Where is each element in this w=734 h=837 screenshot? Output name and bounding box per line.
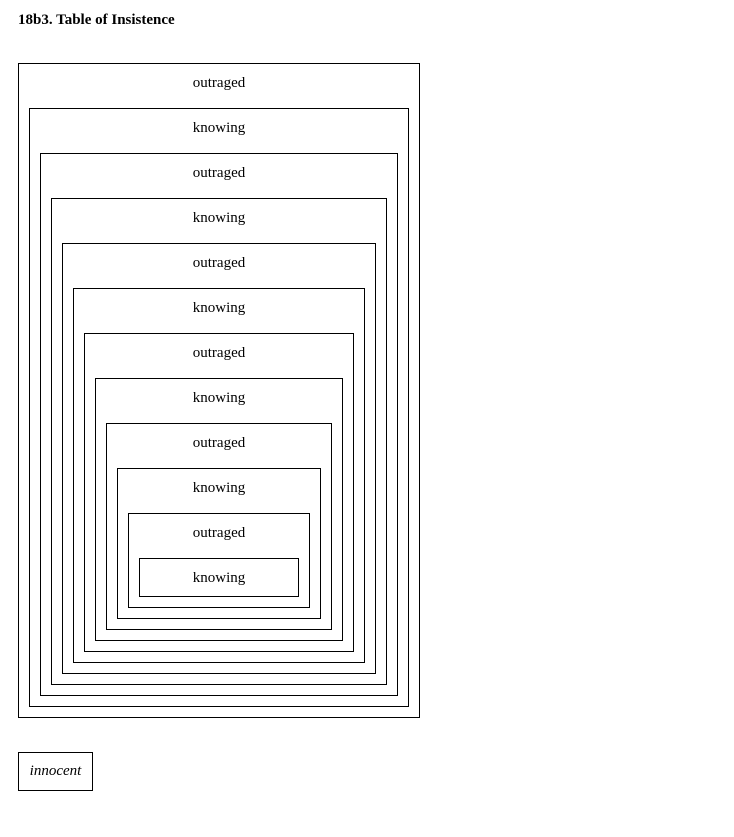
innocent-label: innocent: [29, 763, 82, 779]
nested-box-level-12: knowing: [139, 558, 299, 597]
box-label: outraged: [192, 75, 246, 91]
box-label: outraged: [192, 525, 246, 541]
innocent-box: innocent: [18, 752, 93, 791]
box-label: outraged: [192, 165, 246, 181]
box-label: outraged: [192, 435, 246, 451]
page-title: 18b3. Table of Insistence: [18, 12, 175, 28]
box-label: knowing: [192, 120, 246, 136]
box-label: knowing: [192, 210, 246, 226]
box-label: outraged: [192, 345, 246, 361]
box-label: knowing: [192, 300, 246, 316]
box-label: outraged: [192, 255, 246, 271]
box-label: knowing: [192, 570, 246, 586]
box-label: knowing: [192, 390, 246, 406]
box-label: knowing: [192, 480, 246, 496]
